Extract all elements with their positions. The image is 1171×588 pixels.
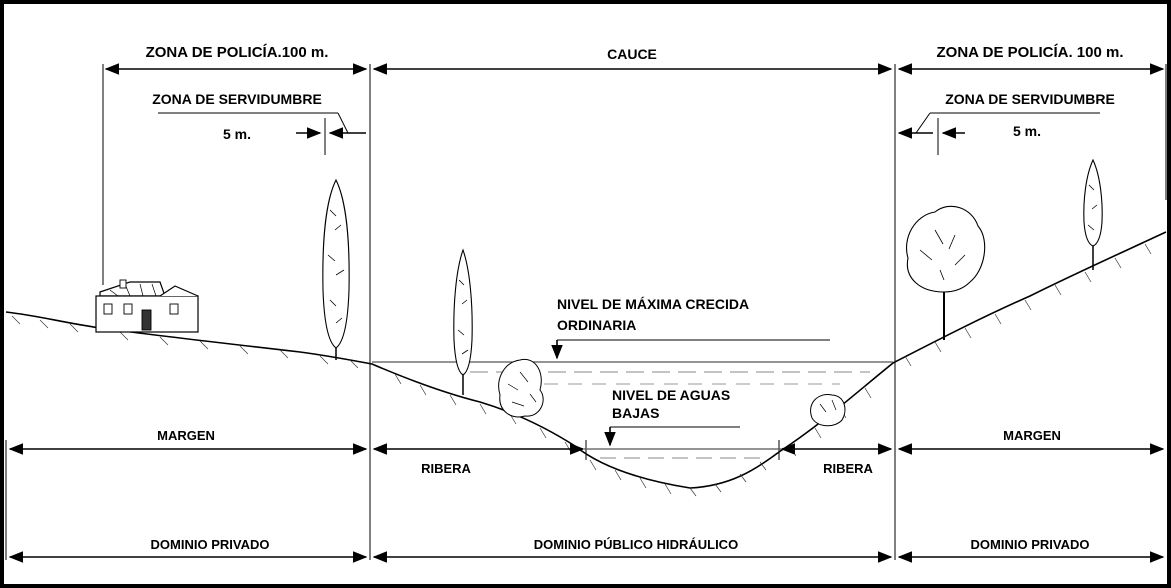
nivel-aguas-label-line1: NIVEL DE AGUAS (612, 387, 730, 403)
ground-line (5, 231, 1167, 489)
dominio-publico-label: DOMINIO PÚBLICO HIDRÁULICO (534, 537, 738, 552)
dominio-privado-left-label: DOMINIO PRIVADO (151, 537, 270, 552)
servidumbre-left-width: 5 m. (223, 126, 251, 142)
soil-hatch-left (11, 315, 359, 369)
margen-right-label: MARGEN (1003, 428, 1061, 443)
shrub-channel-left (498, 358, 544, 418)
broad-tree-right (906, 205, 986, 340)
nivel-aguas-label-line2: BAJAS (612, 405, 659, 421)
nivel-maxima-label-line1: NIVEL DE MÁXIMA CRECIDA (557, 296, 749, 312)
poplar-tree-right (1083, 158, 1103, 270)
zona-policia-left-label: ZONA DE POLICÍA.100 m. (146, 44, 329, 61)
zona-servidumbre-left-label: ZONA DE SERVIDUMBRE (152, 91, 322, 107)
servidumbre-right-width: 5 m. (1013, 123, 1041, 139)
zona-policia-right-label: ZONA DE POLICÍA. 100 m. (937, 44, 1124, 61)
zona-servidumbre-right-label: ZONA DE SERVIDUMBRE (945, 91, 1115, 107)
terrain-profile (5, 231, 1167, 497)
cauce-label: CAUCE (607, 46, 657, 62)
nivel-maxima-label-line2: ORDINARIA (557, 317, 636, 333)
dominio-privado-right-label: DOMINIO PRIVADO (971, 537, 1090, 552)
poplar-tree-channel (453, 248, 473, 395)
ribera-left-label: RIBERA (421, 461, 471, 476)
shrub-channel-right (810, 393, 846, 427)
margen-left-label: MARGEN (157, 428, 215, 443)
ribera-right-label: RIBERA (823, 461, 873, 476)
poplar-tree-left (322, 178, 350, 360)
servidumbre-left-leader-tip (337, 112, 349, 134)
house-illustration (95, 279, 199, 333)
servidumbre-right-leader-tip (915, 112, 931, 134)
